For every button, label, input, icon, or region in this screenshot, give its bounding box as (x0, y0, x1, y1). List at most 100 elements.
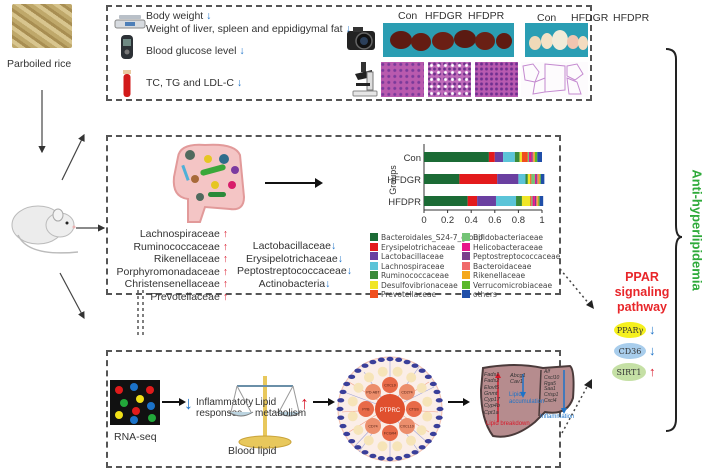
dotted-arrows-to-ppar (559, 268, 594, 434)
legend-label: Ruminococcaceae (381, 271, 449, 280)
network-node (424, 374, 432, 380)
dashed-connector (137, 290, 144, 335)
network-node (433, 423, 441, 429)
inflammation-down-arrow-icon: ↓ (184, 393, 193, 413)
network-node (353, 382, 364, 393)
network-node (337, 415, 345, 420)
blood-lipid-label: Blood lipid (228, 445, 277, 457)
microscope-icon (352, 62, 378, 97)
legend-swatch (370, 233, 378, 241)
bar-segment (521, 196, 531, 206)
legend-label: Helicobacteraceae (473, 242, 543, 252)
legend-label: Erysipelotrichaceae (381, 242, 455, 252)
network-node (436, 406, 444, 412)
bar-segment (521, 152, 528, 162)
fat-histology (521, 62, 588, 97)
lipid-metabolism-label: Lipid metabolism (255, 397, 307, 419)
network-node (343, 381, 351, 387)
bar-segment (532, 152, 534, 162)
legend-swatch (462, 290, 470, 298)
bar-segment (424, 196, 468, 206)
network-node (392, 441, 403, 452)
cd36-down-arrow-icon: ↓ (649, 343, 656, 358)
y-axis-label: Groups (388, 165, 398, 195)
network-node (336, 406, 344, 412)
legend-label: Lactobacillaceae (381, 252, 444, 261)
legend-item: Rikenellaceae (462, 271, 525, 280)
liver-group-hfdgr: HFDGR (425, 10, 463, 22)
network-node (377, 366, 388, 377)
network-hub-label: PD-ABT (366, 391, 380, 395)
bar-segment (519, 152, 522, 162)
network-node (403, 359, 411, 365)
network-node (363, 435, 374, 446)
legend-item: Prevotellaceae (370, 290, 436, 299)
network-node (377, 441, 388, 452)
bar-segment (538, 196, 540, 206)
bar-segment (537, 152, 542, 162)
arrow-rnaseq-to-balance (162, 398, 186, 406)
camera-icon (347, 27, 375, 50)
network-hub-label: PYB (362, 408, 370, 412)
arrow-to-chart (265, 178, 323, 188)
down-arrow-icon: ↓ (206, 10, 212, 22)
network-hub-label: CD274 (401, 391, 412, 395)
bar-segment (424, 152, 489, 162)
parboiled-rice-label: Parboiled rice (7, 58, 72, 70)
inflammatory-responses-label: Inflammatoty responses (196, 397, 254, 419)
network-node (416, 425, 427, 436)
list-item: Erysipelotrichaceae↓ (246, 252, 343, 265)
network-node (353, 424, 364, 435)
liver-diagram (479, 364, 575, 438)
legend-swatch (370, 261, 378, 270)
list-item: Lachnospiraceae ↑ (139, 228, 228, 240)
arrow-to-rnaseq (59, 272, 85, 320)
down-arrow-icon: ↓ (236, 77, 243, 89)
bar-segment (534, 196, 537, 206)
network-node (405, 435, 416, 446)
fat-group-hfdpr: HFDPR (613, 12, 650, 24)
bar-segment (459, 174, 498, 184)
legend-label: others (473, 290, 497, 299)
up-arrow-icon: ↑ (222, 240, 228, 253)
bar-segment (536, 196, 538, 206)
legend-label: Rikenellaceae (473, 271, 526, 280)
network-node (354, 445, 362, 450)
network-node (343, 431, 351, 437)
legend-label: Prevotellaceae (381, 290, 437, 299)
network-node (429, 431, 437, 437)
fat-group-con: Con (537, 12, 557, 24)
network-node (433, 389, 441, 395)
down-arrow-icon: ↓ (330, 240, 337, 252)
legend-label: Verrucomicrobiaceae (473, 280, 553, 290)
bar-segment (534, 174, 537, 184)
legend-swatch (462, 271, 470, 279)
legend-item: Ruminococcaceae (370, 271, 449, 280)
category-label: HFDGR (388, 175, 421, 186)
list-item: Ruminococcaceae ↑ (133, 240, 228, 253)
network-node (422, 411, 433, 422)
legend-item: Bacteroidales_S24-7_group (370, 233, 483, 242)
bar-segment (518, 174, 526, 184)
network-hub-node (365, 417, 382, 434)
network-node (418, 445, 426, 450)
network-hub-node (382, 377, 398, 393)
bar-segment (488, 152, 495, 162)
network-node (395, 357, 403, 362)
arrow-to-liver (448, 398, 470, 406)
network-node (435, 415, 443, 420)
glucometer-icon (121, 35, 133, 59)
legend-swatch (462, 261, 470, 270)
legend-label: Peptostreptococcaceae (473, 252, 561, 261)
network-hub-node (406, 401, 422, 417)
anti-hyperlipidemia-label: Anti-hyperlipidemia (689, 169, 705, 291)
network-node (354, 368, 362, 373)
list-item: Actinobacteria↓ (258, 277, 331, 290)
network-node (418, 368, 426, 373)
sirt1-up-arrow-icon: ↑ (649, 364, 656, 379)
parboiled-rice-image (12, 4, 72, 48)
bar-segment (516, 196, 522, 206)
down-arrow-icon: ↓ (239, 45, 245, 57)
network-node (386, 456, 394, 462)
